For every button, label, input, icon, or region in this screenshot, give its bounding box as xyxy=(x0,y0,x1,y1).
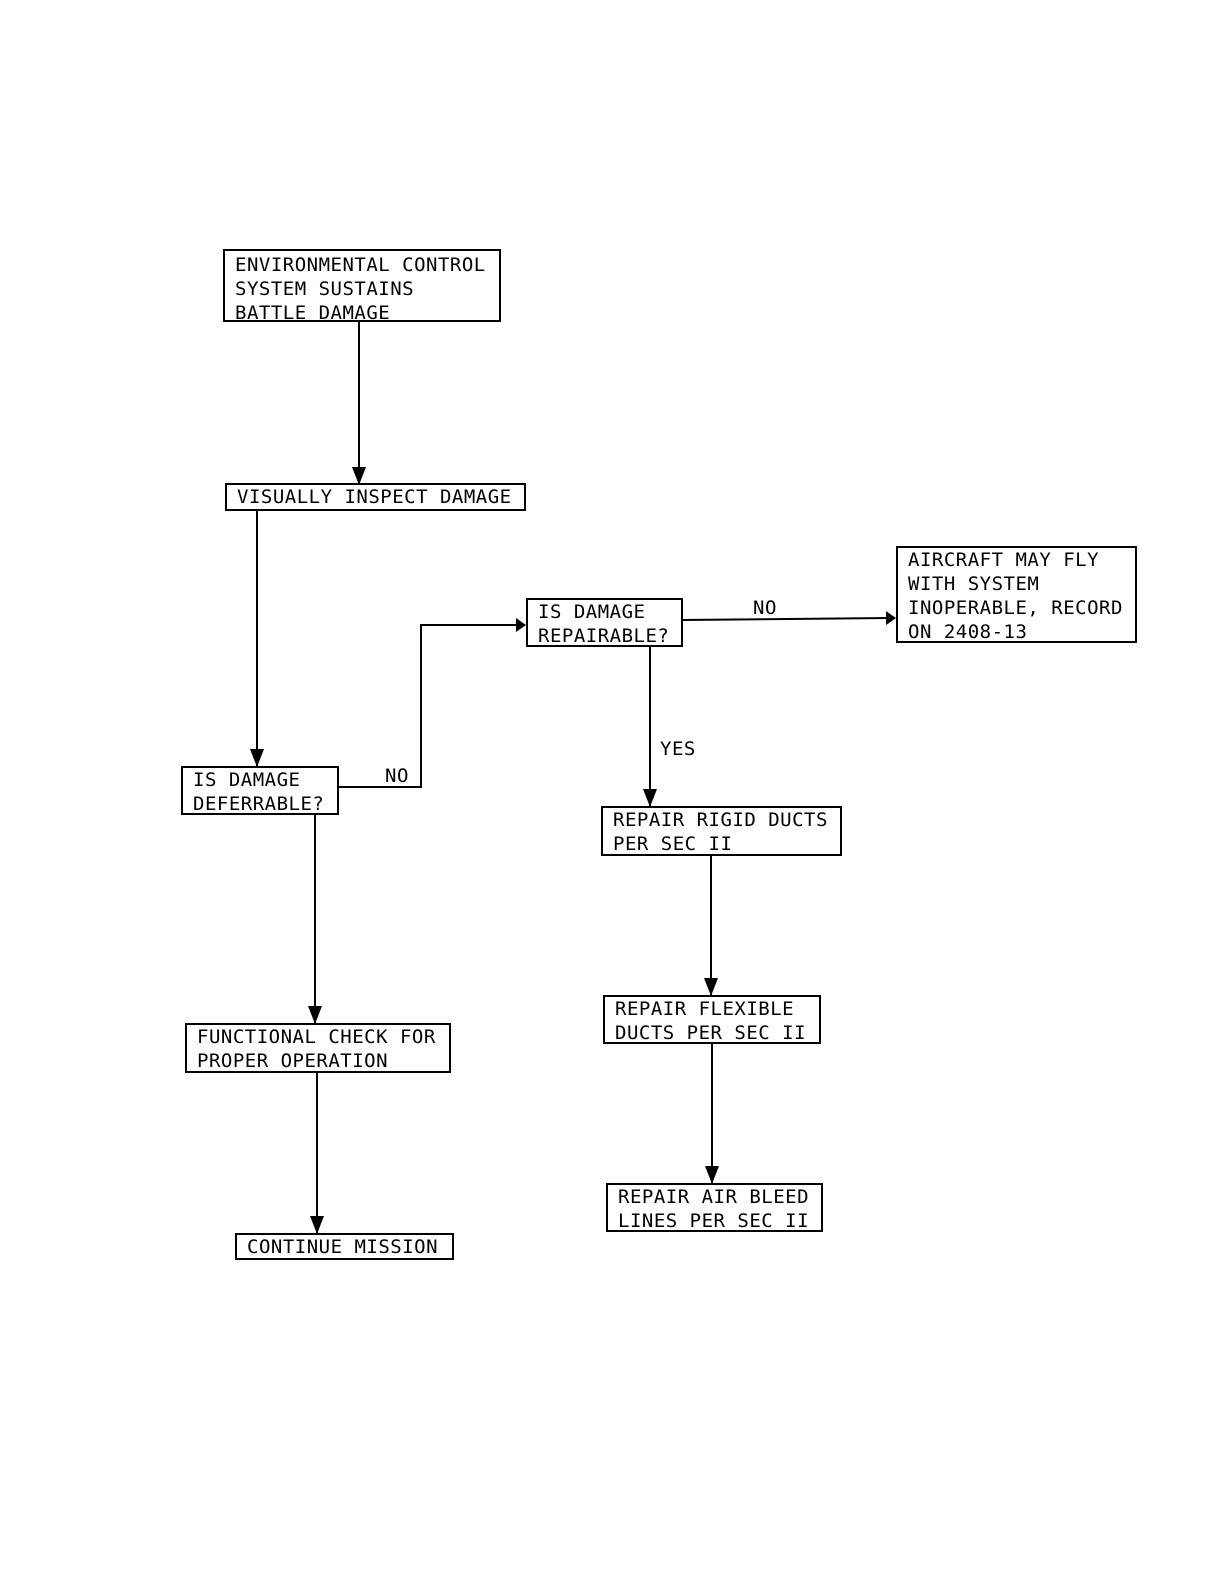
node-repairable-line: REPAIRABLE? xyxy=(538,625,670,647)
node-inspect-line: VISUALLY INSPECT DAMAGE xyxy=(237,486,512,508)
node-continue: CONTINUE MISSION xyxy=(235,1233,454,1260)
node-start-line: BATTLE DAMAGE xyxy=(235,302,391,324)
node-fly-inoperable: AIRCRAFT MAY FLY WITH SYSTEM INOPERABLE,… xyxy=(896,546,1137,643)
node-functional-check: FUNCTIONAL CHECK FOR PROPER OPERATION xyxy=(185,1023,451,1073)
node-flexible-ducts: REPAIR FLEXIBLE DUCTS PER SEC II xyxy=(603,995,821,1044)
node-inspect: VISUALLY INSPECT DAMAGE xyxy=(225,483,526,511)
node-repairable-line: IS DAMAGE xyxy=(538,601,646,623)
node-rigid-ducts-line: REPAIR RIGID DUCTS xyxy=(613,809,828,831)
node-fly-inoperable-line: ON 2408-13 xyxy=(908,621,1028,643)
edge-label-deferrable-no: NO xyxy=(385,765,409,787)
node-deferrable-line: IS DAMAGE xyxy=(193,769,301,791)
edge-label-repairable-no: NO xyxy=(753,597,777,619)
node-fly-inoperable-line: INOPERABLE, RECORD xyxy=(908,597,1123,619)
edge-label-repairable-yes: YES xyxy=(660,738,696,760)
node-continue-line: CONTINUE MISSION xyxy=(247,1236,439,1258)
node-fly-inoperable-line: WITH SYSTEM xyxy=(908,573,1040,595)
node-repairable: IS DAMAGE REPAIRABLE? xyxy=(526,598,683,647)
node-rigid-ducts: REPAIR RIGID DUCTS PER SEC II xyxy=(601,806,842,856)
node-flexible-ducts-line: DUCTS PER SEC II xyxy=(615,1022,807,1044)
node-deferrable-line: DEFERRABLE? xyxy=(193,793,325,815)
node-air-bleed-line: LINES PER SEC II xyxy=(618,1210,810,1232)
node-start: ENVIRONMENTAL CONTROL SYSTEM SUSTAINS BA… xyxy=(223,249,501,324)
node-functional-check-line: FUNCTIONAL CHECK FOR xyxy=(197,1026,436,1048)
node-functional-check-line: PROPER OPERATION xyxy=(197,1050,389,1072)
node-fly-inoperable-line: AIRCRAFT MAY FLY xyxy=(908,549,1100,571)
node-air-bleed-line: REPAIR AIR BLEED xyxy=(618,1186,810,1208)
node-flexible-ducts-line: REPAIR FLEXIBLE xyxy=(615,998,795,1020)
node-start-line: SYSTEM SUSTAINS xyxy=(235,278,415,300)
connector-deferrable-no-to-repairable xyxy=(338,618,526,788)
node-start-line: ENVIRONMENTAL CONTROL xyxy=(235,254,486,276)
node-deferrable: IS DAMAGE DEFERRABLE? xyxy=(181,766,339,815)
node-air-bleed: REPAIR AIR BLEED LINES PER SEC II xyxy=(606,1183,823,1232)
node-rigid-ducts-line: PER SEC II xyxy=(613,833,733,855)
connector-repairable-no-to-fly-inoperable xyxy=(681,611,896,626)
